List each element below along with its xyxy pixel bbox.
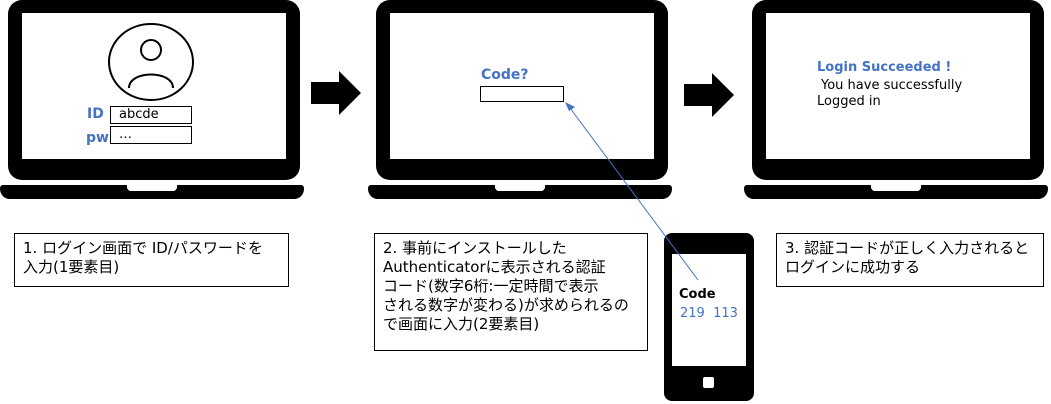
- pw-input[interactable]: …: [110, 126, 192, 144]
- code-prompt: Code?: [481, 67, 529, 83]
- caption-step2: 2. 事前にインストールした Authenticatorに表示される認証 コード…: [374, 233, 648, 351]
- id-input[interactable]: abcde: [110, 106, 192, 124]
- right-arrow-icon: [311, 71, 361, 115]
- success-title: Login Succeeded !: [817, 60, 952, 75]
- pw-label: pw: [86, 130, 109, 146]
- home-button[interactable]: [703, 377, 714, 388]
- right-arrow-icon: [684, 73, 734, 117]
- caption-step1: 1. ログイン画面で ID/パスワードを 入力(1要素目): [14, 233, 289, 287]
- user-avatar-icon: [108, 23, 194, 101]
- phone-screen: [672, 254, 746, 366]
- success-screen: [766, 13, 1030, 159]
- success-line1: You have successfully: [821, 78, 963, 93]
- id-label: ID: [87, 106, 104, 122]
- success-line2: Logged in: [817, 94, 881, 109]
- phone-code-label: Code: [679, 287, 716, 302]
- phone-code-value: 219 113: [680, 306, 738, 321]
- code-input[interactable]: [480, 86, 564, 102]
- caption-step3: 3. 認証コードが正しく入力されると ログインに成功する: [776, 233, 1044, 287]
